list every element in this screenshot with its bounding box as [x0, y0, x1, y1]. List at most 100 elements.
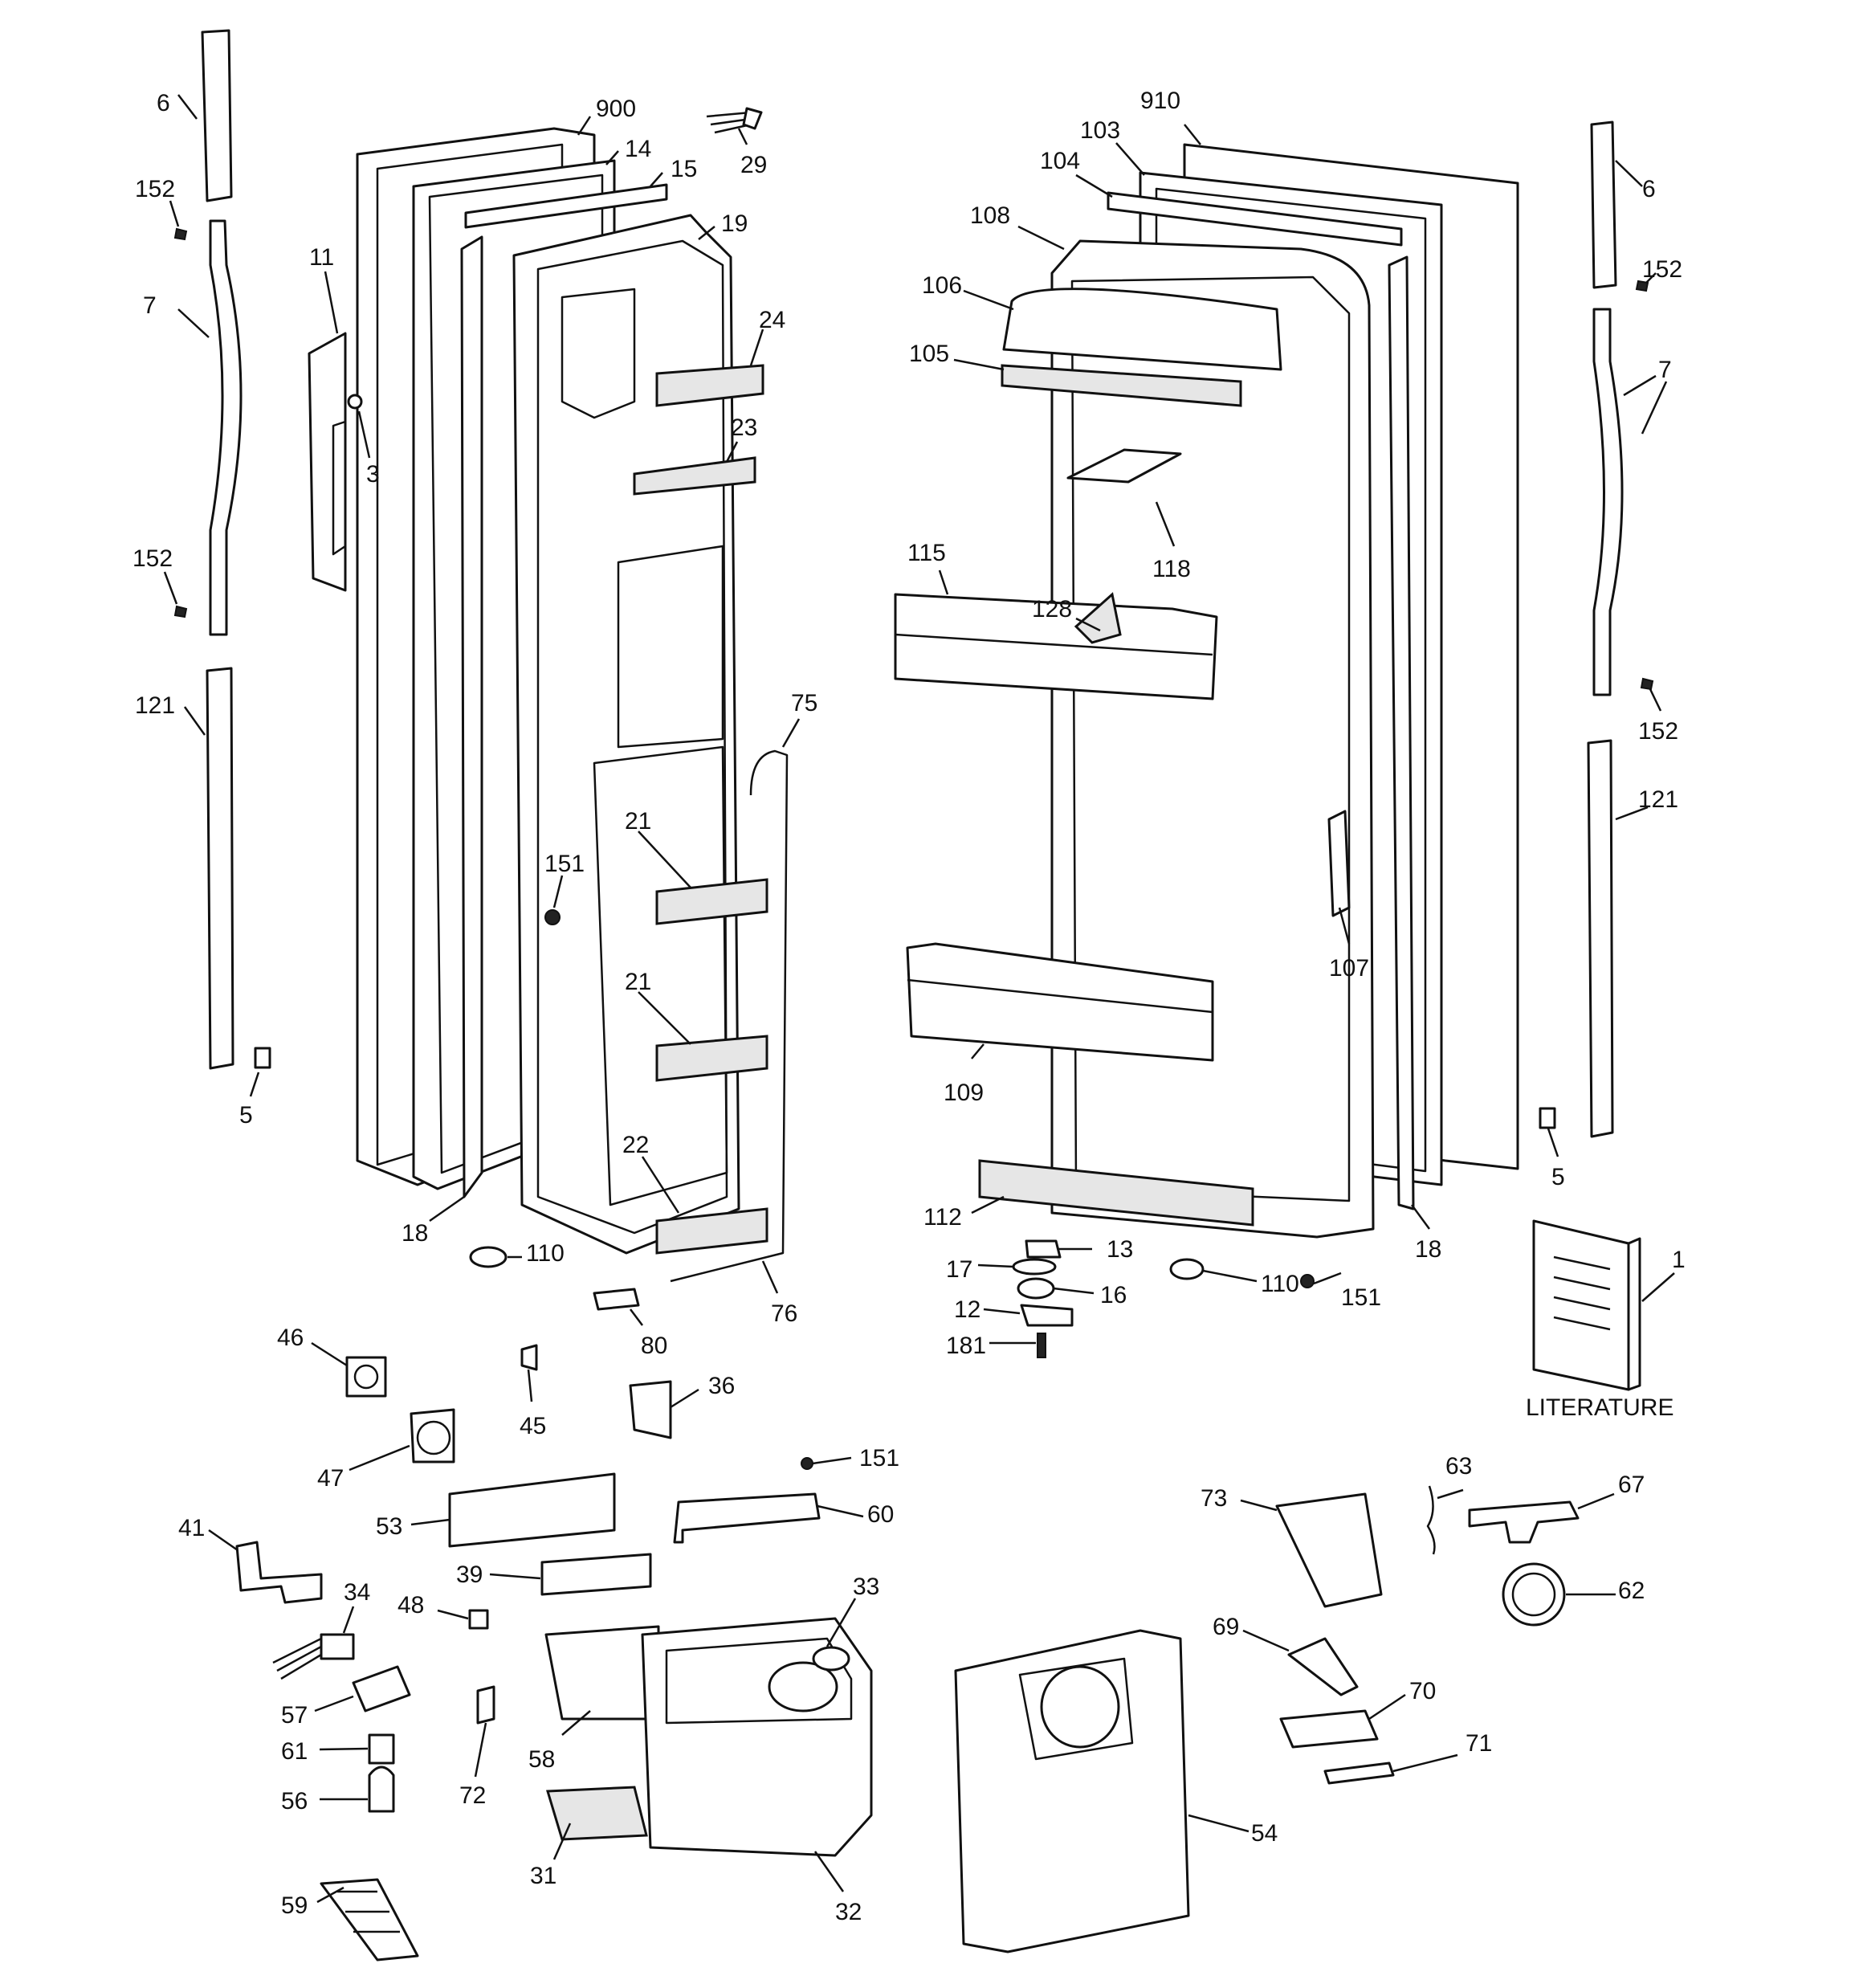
leader-15	[650, 172, 663, 187]
callout-5-left: 5	[239, 1102, 253, 1129]
bushing-16	[1017, 1277, 1055, 1300]
wires-34	[272, 1637, 322, 1680]
callout-80: 80	[641, 1333, 667, 1359]
handle-7-right	[1592, 308, 1624, 696]
dairy-door-106	[1002, 288, 1282, 371]
light-socket-57	[352, 1665, 411, 1712]
callout-48: 48	[397, 1592, 424, 1619]
callout-32: 32	[835, 1899, 862, 1925]
cover-54-chute-opening	[1040, 1665, 1120, 1749]
leader-36	[670, 1388, 699, 1409]
leader-75	[781, 718, 801, 748]
leader-110b	[1202, 1269, 1258, 1283]
callout-57: 57	[281, 1702, 308, 1729]
leader-53	[410, 1518, 450, 1526]
screw-152-bottom-right	[1640, 677, 1654, 691]
leader-54	[1188, 1814, 1249, 1833]
callout-103: 103	[1080, 117, 1120, 144]
door-stop-110-right	[1169, 1258, 1205, 1280]
callout-22: 22	[622, 1132, 649, 1158]
literature-text-lines	[1553, 1255, 1611, 1331]
leader-45	[527, 1369, 533, 1402]
callout-41: 41	[178, 1515, 205, 1541]
leader-lines	[163, 94, 1675, 1904]
knob-46	[345, 1356, 387, 1398]
callout-47: 47	[317, 1465, 344, 1492]
leader-21b	[638, 991, 691, 1045]
leader-900	[577, 116, 592, 136]
leader-31	[552, 1823, 572, 1860]
leader-1-hidden	[1641, 381, 1668, 435]
lever-59	[320, 1878, 419, 1961]
door-bin-109	[906, 942, 1214, 1062]
leader-48	[437, 1609, 469, 1620]
freezer-shelf-21-upper	[655, 878, 768, 925]
callout-46: 46	[277, 1325, 304, 1351]
leader-59	[316, 1886, 344, 1904]
liner-recess-mid	[617, 545, 724, 749]
leader-106	[963, 289, 1014, 311]
tray-118	[1066, 448, 1182, 484]
callout-12: 12	[954, 1296, 980, 1323]
screw-181	[1037, 1333, 1046, 1358]
callout-118: 118	[1152, 556, 1191, 582]
bottom-trim-112	[978, 1159, 1254, 1227]
callout-76: 76	[771, 1300, 797, 1327]
leader-72	[474, 1722, 487, 1778]
callout-11: 11	[309, 244, 334, 271]
callout-33: 33	[853, 1574, 879, 1600]
callout-151-dispenser: 151	[859, 1445, 899, 1472]
clip-5-right	[1539, 1107, 1556, 1129]
leader-11	[324, 271, 339, 334]
dispenser-bracket	[308, 332, 347, 592]
liner-inner-contour	[536, 239, 728, 1235]
handle-7-left	[209, 219, 243, 636]
callout-6-left: 6	[157, 90, 170, 116]
callout-69: 69	[1213, 1614, 1239, 1640]
leader-29	[737, 128, 748, 145]
panel-53	[448, 1472, 616, 1548]
leader-109	[971, 1043, 984, 1059]
callout-106: 106	[922, 272, 962, 299]
seal-71	[1323, 1761, 1395, 1785]
bin-divider-128	[1074, 592, 1122, 644]
callout-152-bottom-right: 152	[1638, 718, 1678, 745]
leader-105	[953, 358, 1005, 371]
callout-21-lower: 21	[625, 969, 651, 995]
leader-76	[761, 1260, 779, 1294]
callout-17: 17	[946, 1256, 972, 1283]
freezer-shelf-23	[633, 456, 756, 496]
callout-60: 60	[867, 1501, 894, 1528]
callout-23: 23	[731, 414, 757, 441]
callout-31: 31	[530, 1863, 556, 1889]
leader-16	[1053, 1287, 1095, 1295]
leader-67	[1577, 1492, 1615, 1510]
leader-14	[605, 150, 619, 165]
handle-cap-6-right	[1590, 120, 1617, 289]
leader-115	[938, 569, 949, 595]
callout-115: 115	[907, 540, 946, 566]
chute-73	[1275, 1492, 1383, 1608]
socket-61	[368, 1733, 395, 1765]
callout-3: 3	[366, 461, 380, 488]
leader-5b	[1547, 1128, 1559, 1157]
bracket-slot	[332, 420, 347, 556]
callout-151-right: 151	[1341, 1284, 1381, 1311]
leader-23	[725, 441, 739, 463]
literature-book	[1532, 1219, 1641, 1391]
bracket-70	[1279, 1709, 1379, 1749]
leader-58	[561, 1710, 591, 1736]
fresh-food-side-breaker-strip	[1388, 255, 1415, 1210]
literature-spine	[1627, 1237, 1641, 1391]
callout-18-right: 18	[1415, 1236, 1441, 1263]
callout-13: 13	[1107, 1236, 1133, 1263]
leader-47	[349, 1444, 410, 1472]
freezer-side-breaker-strip	[460, 235, 483, 1198]
freezer-shelf-21-lower	[655, 1035, 768, 1082]
callout-34: 34	[344, 1579, 370, 1606]
leader-69	[1242, 1629, 1290, 1652]
callout-18-left: 18	[402, 1220, 428, 1247]
callout-7-left: 7	[143, 292, 157, 319]
leader-152d	[1649, 688, 1662, 712]
